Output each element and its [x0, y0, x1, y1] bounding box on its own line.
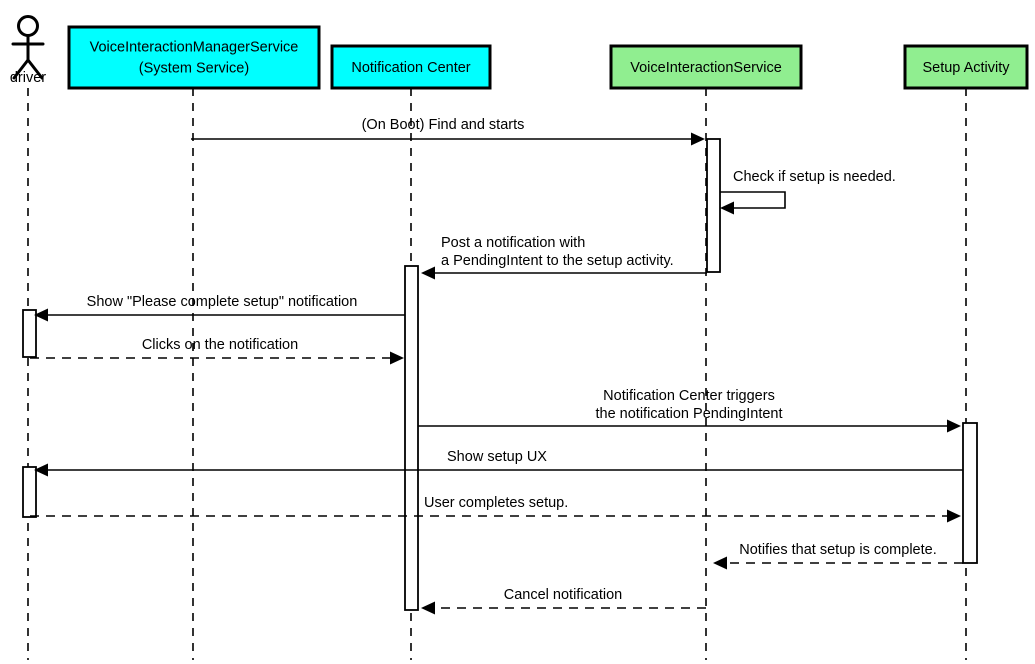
participant-label-vis: VoiceInteractionService	[630, 60, 782, 76]
activation-bar-setup	[962, 422, 978, 564]
activation-bar-notif	[404, 265, 419, 611]
message-label-8: User completes setup.	[424, 495, 568, 511]
actor-right-leg-icon	[26, 58, 44, 80]
message-label-2: Check if setup is needed.	[733, 169, 896, 185]
participant-vis[interactable]: VoiceInteractionService	[609, 44, 803, 90]
participant-box-vims[interactable]	[67, 25, 321, 90]
message-2[interactable]: Check if setup is needed.	[720, 169, 896, 215]
message-arrowhead-2	[720, 201, 734, 215]
message-arrowhead-7	[34, 463, 48, 477]
message-arrowhead-5	[390, 351, 404, 365]
message-arrowhead-9	[713, 556, 727, 570]
message-arrowhead-10	[421, 601, 435, 615]
message-arrowhead-1	[691, 132, 705, 146]
activation-bar-driver	[22, 309, 37, 358]
message-label-3: a PendingIntent to the setup activity.	[441, 253, 674, 269]
message-label-3: Post a notification with	[441, 235, 585, 251]
participant-label-vims: VoiceInteractionManagerService	[90, 39, 299, 55]
message-label-4: Show "Please complete setup" notificatio…	[87, 294, 358, 310]
message-label-6: the notification PendingIntent	[595, 406, 782, 422]
participant-label-notif: Notification Center	[351, 60, 470, 76]
message-label-10: Cancel notification	[504, 587, 623, 603]
actor-left-leg-icon	[12, 58, 30, 80]
message-arrowhead-3	[421, 266, 435, 280]
message-10[interactable]: Cancel notification	[421, 587, 706, 615]
participant-notif[interactable]: Notification Center	[330, 44, 492, 90]
participant-setup[interactable]: Setup Activity	[903, 44, 1029, 90]
message-7[interactable]: Show setup UX	[34, 449, 963, 477]
participant-driver[interactable]: driver	[10, 15, 46, 87]
participant-box-setup[interactable]	[903, 44, 1029, 90]
activation-bar-driver	[22, 466, 37, 518]
participant-sublabel-vims: (System Service)	[139, 60, 249, 76]
message-1[interactable]: (On Boot) Find and starts	[191, 117, 705, 146]
message-5[interactable]: Clicks on the notification	[30, 337, 404, 365]
participant-label-setup: Setup Activity	[922, 60, 1010, 76]
message-arrowhead-6	[947, 419, 961, 433]
message-arrowhead-4	[34, 308, 48, 322]
actor-head-icon	[17, 15, 39, 37]
message-9[interactable]: Notifies that setup is complete.	[713, 542, 963, 570]
participant-box-vis[interactable]	[609, 44, 803, 90]
activation-bar-vis	[706, 138, 721, 273]
message-3[interactable]: Post a notification with a PendingIntent …	[421, 235, 707, 280]
participant-heads-layer: driver VoiceInteractionManagerService (Sys…	[10, 15, 1029, 90]
activation-bars-layer	[22, 138, 978, 611]
message-label-6: Notification Center triggers	[603, 388, 775, 404]
message-6[interactable]: Notification Center triggers the notifica…	[418, 388, 961, 433]
message-arrowhead-8	[947, 509, 961, 523]
participant-box-notif[interactable]	[330, 44, 492, 90]
message-label-1: (On Boot) Find and starts	[362, 117, 525, 133]
participant-vims[interactable]: VoiceInteractionManagerService (System Se…	[67, 25, 321, 90]
message-label-9: Notifies that setup is complete.	[739, 542, 936, 558]
message-8[interactable]: User completes setup.	[30, 495, 961, 523]
message-label-5: Clicks on the notification	[142, 337, 298, 353]
participant-label-driver: driver	[10, 70, 46, 86]
message-self-path-2	[720, 191, 786, 209]
message-label-7: Show setup UX	[447, 449, 547, 465]
message-4[interactable]: Show "Please complete setup" notificatio…	[34, 294, 405, 322]
